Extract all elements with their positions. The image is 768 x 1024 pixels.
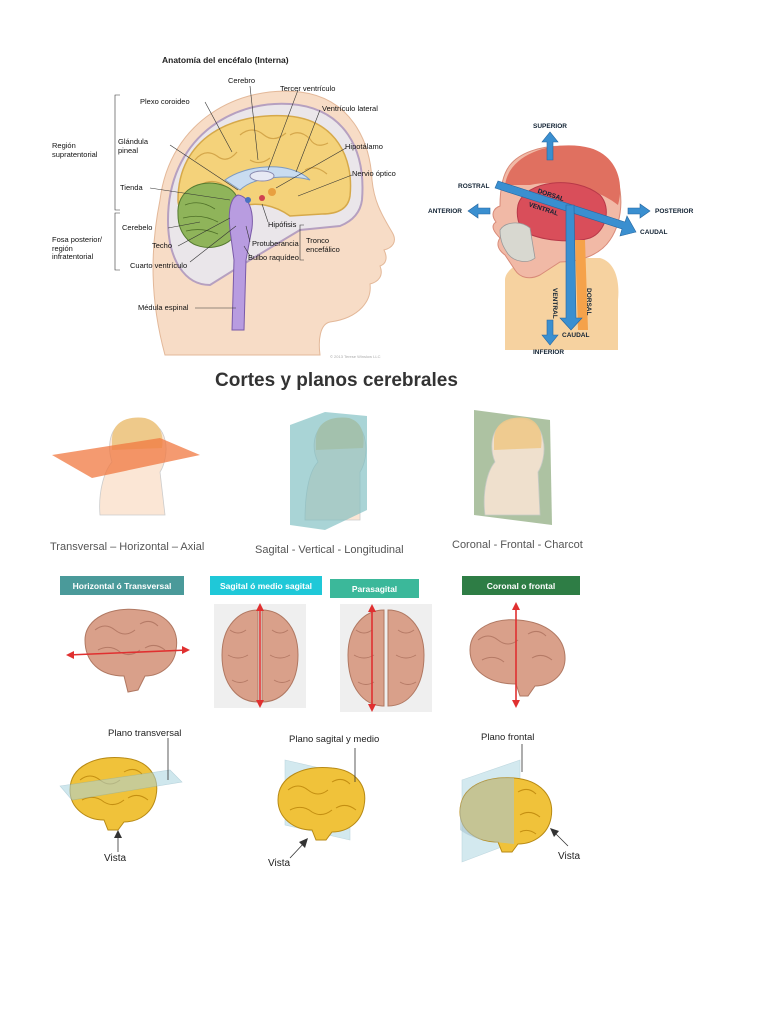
label-techo: Techo	[152, 241, 173, 250]
brain-horizontal-cut	[66, 608, 190, 693]
label-tercer-ventriculo: Tercer ventrículo	[280, 84, 336, 93]
yellow-brain-frontal	[459, 744, 569, 863]
label-plano-transversal: Plano transversal	[108, 728, 182, 739]
label-region-supratentorial: Región supratentorial	[52, 141, 98, 159]
caption-transversal: Transversal – Horizontal – Axial	[50, 541, 205, 553]
dir-caudal-vertical: CAUDAL	[562, 332, 590, 339]
label-fosa-posterior: Fosa posterior/ región infratentorial	[52, 235, 103, 261]
brain-sagital-cut	[214, 603, 306, 708]
label-plano-sagital: Plano sagital y medio	[289, 734, 380, 745]
badge-horizontal: Horizontal ó Transversal	[60, 576, 184, 595]
label-protuberancia: Protuberancia	[252, 239, 299, 248]
badge-sagital: Sagital ó medio sagital	[210, 576, 322, 595]
dir-posterior: POSTERIOR	[655, 208, 694, 215]
section-title: Cortes y planos cerebrales	[215, 370, 458, 391]
label-bulbo-raquideo: Bulbo raquídeo	[248, 253, 299, 262]
label-tronco-encefalico: Tronco encefálico	[306, 236, 340, 254]
label-medula-espinal: Médula espinal	[138, 303, 189, 312]
head-transversal	[52, 417, 200, 516]
label-tienda: Tienda	[120, 183, 143, 192]
head-coronal	[474, 410, 552, 525]
svg-text:© 2013 Terese Winslow LLC: © 2013 Terese Winslow LLC	[330, 354, 381, 359]
label-vista-2: Vista	[268, 858, 291, 869]
badge-coronal: Coronal o frontal	[462, 576, 580, 595]
brain-coronal-cut	[469, 602, 566, 708]
label-hipofisis: Hipófisis	[268, 220, 297, 229]
dir-rostral: ROSTRAL	[458, 183, 490, 190]
dir-anterior: ANTERIOR	[428, 208, 462, 215]
label-cerebro: Cerebro	[228, 76, 256, 85]
badge-parasagital: Parasagital	[330, 579, 419, 598]
label-hipotalamo: Hipotálamo	[345, 142, 383, 151]
caption-coronal: Coronal - Frontal - Charcot	[452, 539, 583, 551]
label-vista-1: Vista	[104, 853, 127, 864]
brain-parasagital-cut	[340, 604, 432, 712]
label-ventriculo-lateral: Ventrículo lateral	[322, 104, 378, 113]
label-vista-3: Vista	[558, 851, 581, 862]
label-nervio-optico: Nervio óptico	[352, 169, 396, 178]
yellow-brain-sagital	[277, 748, 366, 859]
anatomy-title: Anatomía del encéfalo (Interna)	[162, 55, 289, 65]
dir-inferior: INFERIOR	[533, 349, 565, 356]
yellow-brain-transversal	[59, 738, 183, 852]
label-cerebelo: Cerebelo	[122, 223, 153, 232]
label-cuarto-ventriculo: Cuarto ventrículo	[130, 261, 188, 270]
label-plexo-coroideo: Plexo coroideo	[140, 97, 190, 106]
dir-superior: SUPERIOR	[533, 123, 567, 130]
label-glandula-pineal: Glándula pineal	[118, 137, 149, 155]
dir-caudal-horizontal: CAUDAL	[640, 229, 668, 236]
label-plano-frontal: Plano frontal	[481, 732, 535, 743]
caption-sagital: Sagital - Vertical - Longitudinal	[255, 544, 404, 556]
head-sagital	[290, 412, 367, 530]
